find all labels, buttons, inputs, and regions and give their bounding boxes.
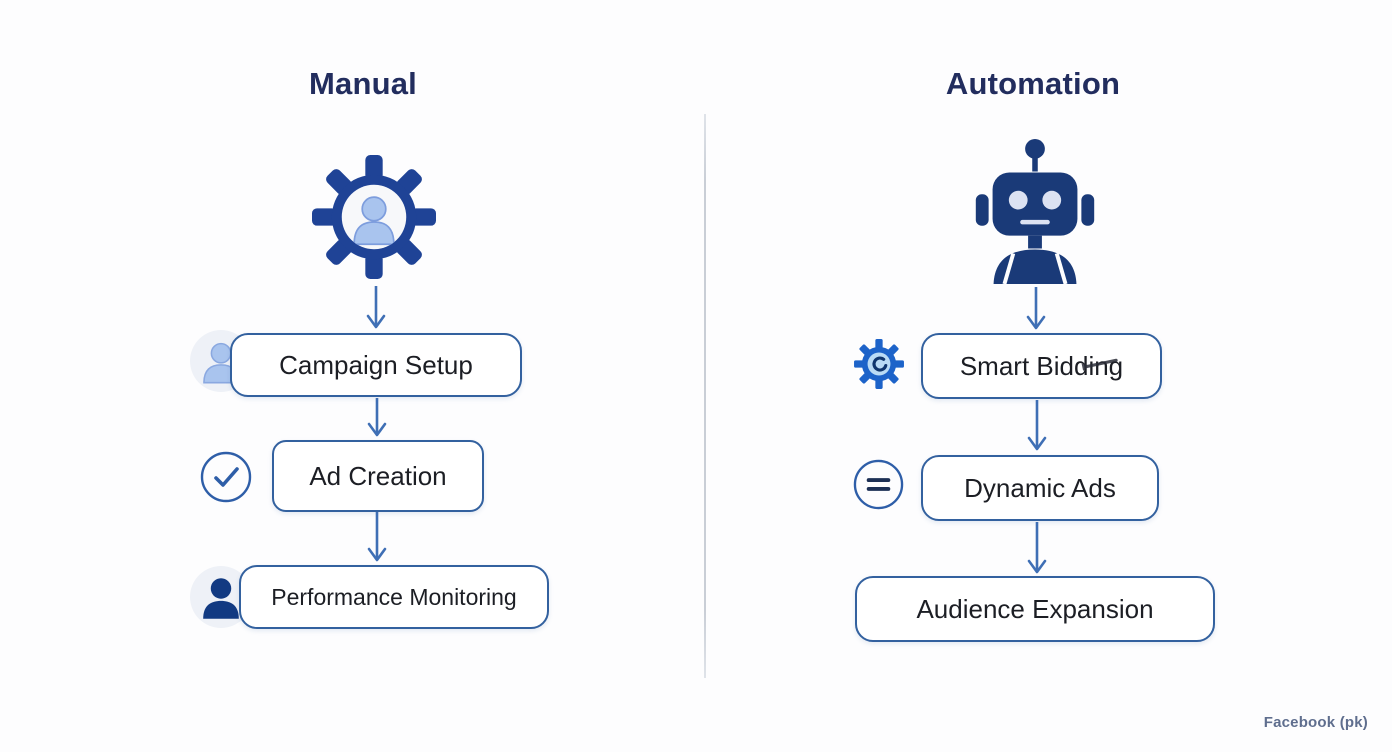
step-label: Campaign Setup [279, 349, 473, 380]
step-box-campaign-setup: Campaign Setup [230, 333, 522, 397]
manual-column-title: Manual [309, 66, 417, 101]
step-box-audience-expansion: Audience Expansion [855, 576, 1215, 642]
equals-circle-icon [852, 458, 905, 511]
arrow-down-icon [365, 284, 387, 334]
column-divider [704, 114, 706, 678]
check-circle-icon [199, 450, 253, 504]
arrow-down-icon [1026, 398, 1048, 456]
step-label: Dynamic Ads [964, 472, 1116, 503]
step-label: Performance Monitoring [271, 583, 517, 610]
step-label: Smart Bidding [959, 350, 1124, 381]
arrow-down-icon [1025, 285, 1047, 335]
step-box-dynamic-ads: Dynamic Ads [921, 455, 1159, 521]
gear-user-icon [312, 155, 436, 279]
arrow-down-icon [366, 396, 388, 442]
step-box-smart-bidding: Smart Bidding [921, 333, 1162, 399]
gear-badge-icon [853, 338, 905, 390]
step-box-ad-creation: Ad Creation [272, 440, 484, 512]
footer-watermark: Facebook (pk) [1263, 714, 1368, 731]
step-label: Audience Expansion [916, 593, 1154, 624]
automation-column-title: Automation [945, 66, 1121, 101]
arrow-down-icon [1026, 520, 1048, 579]
robot-icon [972, 136, 1098, 285]
step-label: Ad Creation [309, 460, 447, 491]
arrow-down-icon [366, 510, 388, 567]
step-box-performance-monitoring: Performance Monitoring [239, 565, 549, 629]
